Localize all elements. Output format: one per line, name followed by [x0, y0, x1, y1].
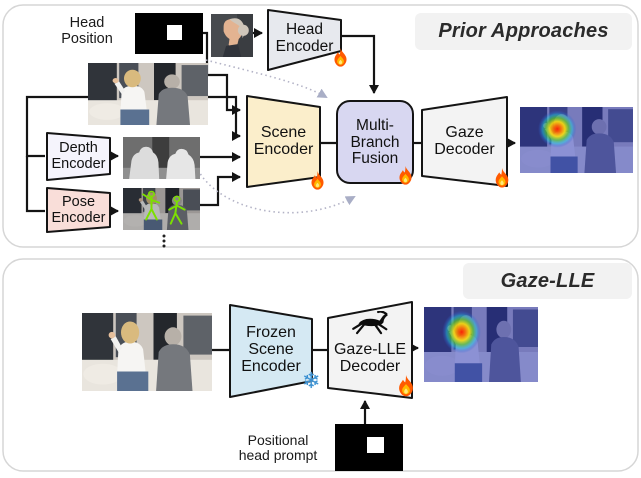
positional-head-prompt-label: Positional head prompt: [238, 432, 318, 463]
gaze-heatmap-output-image: [520, 107, 633, 173]
line-scene-to-pose-encoder: [25, 156, 45, 213]
pose-encoder-label: Pose Encoder: [51, 194, 106, 226]
arrow-scene-to-scene-encoder: [208, 95, 241, 141]
head-position-mask-square: [167, 25, 182, 40]
gaze-decoder-box: [421, 96, 508, 187]
pose-map-image: [123, 188, 200, 230]
frozen-scene-encoder-label: Frozen Scene Encoder: [241, 324, 301, 376]
gaze-heatmap-output-image: [424, 307, 538, 382]
depth-map-image: [123, 137, 200, 179]
arrow-head-encoder-to-fusion: [341, 34, 379, 94]
pose-encoder-box: [46, 187, 111, 233]
head-encoder-label: Head Encoder: [275, 21, 334, 55]
arrow-headmask-to-scene-encoder: [203, 31, 241, 115]
connector-lines-bottom: [212, 343, 419, 424]
line-scene-to-depth-encoder: [25, 95, 88, 158]
depth-encoder-label: Depth Encoder: [51, 140, 106, 172]
positional-head-prompt-square: [367, 437, 384, 453]
gaze-lle-decoder-label: Gaze-LLE Decoder: [333, 341, 407, 376]
head-crop-image: [211, 14, 253, 57]
scene-encoder-label: Scene Encoder: [253, 124, 314, 159]
depth-encoder-box: [46, 132, 111, 181]
gaze-decoder-label: Gaze Decoder: [434, 124, 495, 159]
more-branches-ellipsis: [162, 234, 166, 248]
gaze-lle-title: Gaze-LLE: [463, 263, 632, 299]
connector-lines-top: [25, 28, 516, 216]
multi-branch-fusion-box: [336, 100, 414, 184]
scene-image: [88, 63, 208, 125]
snowflake-icon: ❄: [302, 368, 321, 393]
prior-approaches-title: Prior Approaches: [415, 13, 632, 50]
gaze-lle-decoder-box: [327, 301, 413, 399]
scene-image: [82, 313, 212, 391]
head-position-label: Head Position: [61, 15, 113, 47]
multi-branch-fusion-label: Multi- Branch Fusion: [350, 117, 400, 168]
frozen-scene-encoder-box: [229, 304, 313, 398]
